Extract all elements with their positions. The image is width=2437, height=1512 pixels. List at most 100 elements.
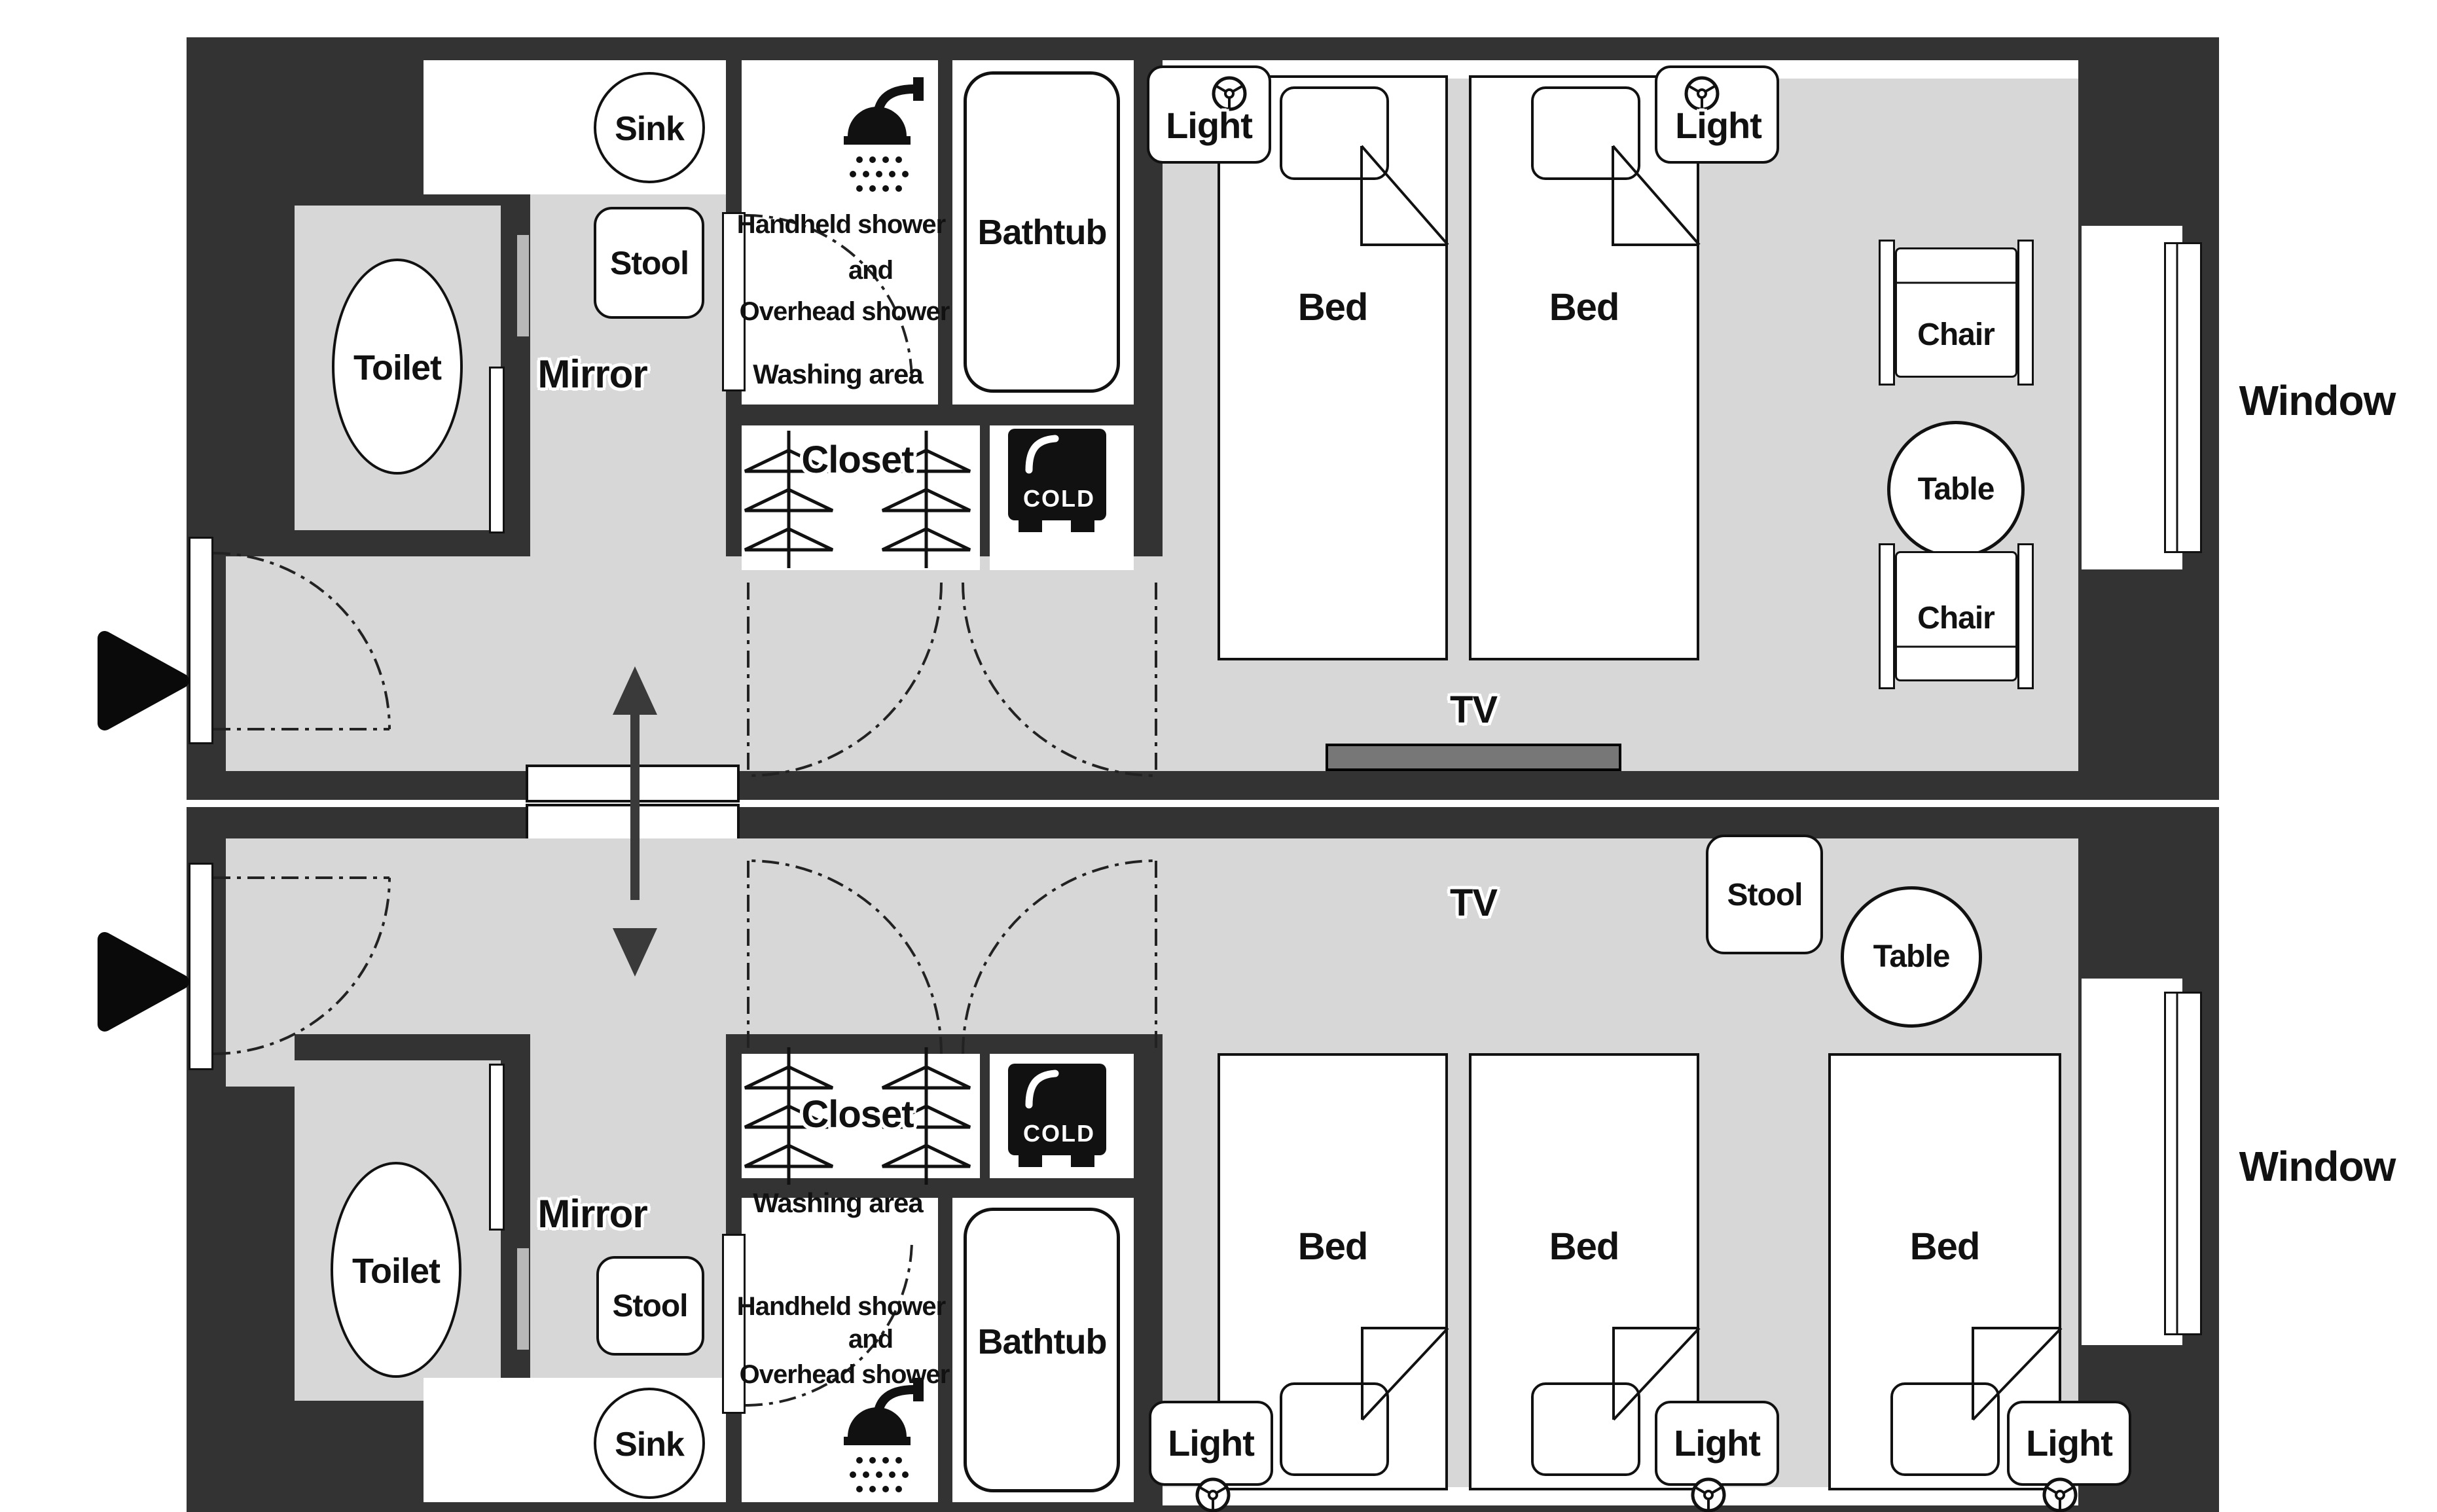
cold-label-top: COLD — [1023, 485, 1095, 512]
wall-wash-bath — [938, 60, 952, 425]
light-box-top-1 — [1147, 65, 1271, 164]
floor-corridor-bottom-left — [226, 1034, 295, 1087]
ceiling-light-icon-bottom-1 — [1197, 1479, 1229, 1511]
wall-bottom-bedroom-side — [1163, 1505, 2078, 1512]
bed-label-top-1: Bed — [1297, 286, 1369, 329]
window-pane-bottom — [2164, 992, 2202, 1335]
mirror-strip-top — [516, 234, 530, 338]
chair-1-seat — [1895, 247, 2017, 378]
table-top — [1887, 421, 2025, 558]
table-label-top: Table — [1917, 472, 1995, 507]
chair-1-arm-left — [1879, 240, 1895, 386]
table-label-bottom: Table — [1873, 939, 1951, 974]
wall-mass-above-toilet — [295, 37, 424, 206]
chair-label-2: Chair — [1917, 601, 1995, 636]
handheld-shower-label-top: Handheld shower — [736, 210, 946, 239]
light-label-bottom-1: Light — [1168, 1422, 1255, 1464]
overhead-shower-label-bottom: Overhead shower — [739, 1360, 950, 1389]
light-label-bottom-2: Light — [1674, 1422, 1761, 1464]
entrance-arrow-icon-bottom — [98, 932, 189, 1032]
light-label-top-1: Light — [1166, 105, 1253, 146]
table-bottom — [1841, 886, 1982, 1028]
fridge-bottom-foot-left — [1019, 1155, 1042, 1167]
wall-mass-bottomleft — [226, 1087, 295, 1512]
sink-basin-bottom — [594, 1388, 705, 1499]
wall-toilet-bottom — [295, 530, 530, 556]
toilet-label-top: Toilet — [353, 348, 442, 387]
wall-closet2-divider — [980, 1054, 990, 1178]
closet-label-bottom: Closet — [801, 1093, 914, 1136]
closet-door-swing-top — [747, 582, 1157, 777]
bed-fold-lines — [1360, 145, 2063, 1421]
light-box-top-2 — [1655, 65, 1779, 164]
fridge-top — [1008, 429, 1106, 520]
bed-label-bottom-2: Bed — [1549, 1225, 1620, 1268]
sink-label-bottom: Sink — [615, 1426, 685, 1464]
chair-1-arm-right — [2017, 240, 2034, 386]
bathtub-top — [964, 71, 1120, 393]
bathtub-bottom — [964, 1208, 1120, 1492]
washing-door-swing-top — [745, 214, 913, 382]
bed-label-bottom-3: Bed — [1909, 1225, 1981, 1268]
light-label-bottom-3: Light — [2026, 1422, 2113, 1464]
wall-closet-divider — [980, 425, 990, 570]
fridge-top-handle — [1025, 435, 1059, 474]
toilet-door-top — [489, 367, 505, 533]
wall-wash2-bath2 — [938, 1178, 952, 1502]
stool-label-bedroom: Stool — [1727, 878, 1803, 912]
mirror-label-top: Mirror — [537, 352, 647, 396]
bed-label-bottom-1: Bed — [1297, 1225, 1369, 1268]
window-label-top: Window — [2239, 377, 2396, 424]
entrance-arrow-icon-top — [98, 631, 189, 730]
fridge-bottom-handle — [1025, 1070, 1059, 1109]
wall-toilet2-top — [295, 1034, 530, 1060]
light-label-top-2: Light — [1675, 105, 1762, 146]
wall-top-band — [187, 37, 2219, 60]
closet-door-swing-bottom — [747, 859, 1157, 1054]
double-arrow-icon — [613, 666, 657, 977]
handheld-shower-label-bottom: Handheld shower — [736, 1292, 946, 1321]
ceiling-light-icon-bottom-3 — [2044, 1479, 2076, 1511]
fridge-bottom — [1008, 1064, 1106, 1155]
window-pane-top — [2164, 242, 2202, 553]
mirror-label-bottom: Mirror — [537, 1192, 647, 1236]
toilet-bowl-bottom — [331, 1162, 461, 1378]
and-label-top: and — [848, 256, 894, 285]
overhead-shower-label-top: Overhead shower — [739, 297, 950, 326]
toilet-door-bottom — [489, 1064, 505, 1231]
light-box-bottom-1 — [1149, 1401, 1273, 1486]
bed-label-top-2: Bed — [1549, 286, 1620, 329]
stool-bottom-bedroom — [1706, 835, 1823, 954]
tv-label-top: TV — [1449, 689, 1498, 731]
fridge-top-foot-left — [1019, 520, 1042, 532]
washing-door-swing-bottom — [745, 1238, 913, 1407]
stool-label-bottom-bathroom: Stool — [612, 1289, 689, 1323]
chair-2-seat — [1895, 551, 2017, 681]
stool-label-top: Stool — [610, 245, 689, 281]
chair-2-arm-left — [1879, 543, 1895, 689]
toilet-bowl-top — [332, 259, 463, 475]
bed-bottom-3-pillow — [1890, 1382, 2000, 1476]
mid-gap — [187, 800, 2219, 807]
mirror-strip-bottom — [516, 1247, 530, 1351]
wall-mass-below-toilet — [295, 1427, 424, 1512]
bed-bottom-1-pillow — [1280, 1382, 1389, 1476]
wall-bottom-bath-side — [187, 1502, 1163, 1512]
bathtub-label-bottom: Bathtub — [977, 1322, 1108, 1361]
entry-door-swing-bottom — [213, 876, 391, 1055]
closet-label-top: Closet — [801, 439, 914, 481]
stool-top-bathroom — [594, 207, 704, 319]
washing-room-bottom — [742, 1198, 938, 1502]
fridge-top-foot-right — [1071, 520, 1094, 532]
sink-label-top: Sink — [615, 110, 685, 148]
cold-label-bottom: COLD — [1023, 1120, 1095, 1147]
chair-label-1: Chair — [1917, 317, 1995, 352]
shower-head-icon-top — [844, 77, 924, 192]
washing-door-top — [722, 212, 746, 391]
shower-head-icon-bottom — [844, 1378, 924, 1492]
wall-bath-block-h1 — [742, 405, 1163, 425]
tv-label-bottom: TV — [1449, 882, 1498, 924]
wall-mid-lower-bar — [187, 807, 2219, 838]
